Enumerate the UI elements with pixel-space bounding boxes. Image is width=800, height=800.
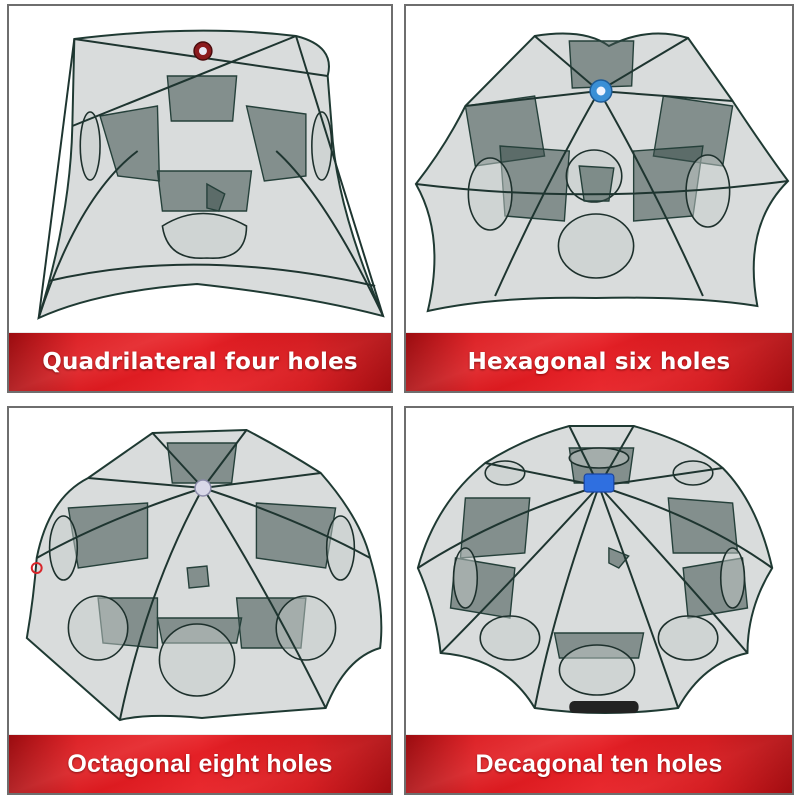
caption-text: Octagonal eight holes bbox=[67, 749, 333, 778]
product-panel-hexagonal: Hexagonal six holes bbox=[404, 4, 794, 393]
product-panel-decagonal: Decagonal ten holes bbox=[404, 406, 794, 795]
fishing-net-trap-quadrilateral-image bbox=[9, 6, 391, 335]
caption-text: Quadrilateral four holes bbox=[42, 349, 358, 375]
fishing-net-trap-decagonal-image bbox=[406, 408, 792, 737]
caption-banner: Octagonal eight holes bbox=[9, 734, 391, 793]
caption-text: Hexagonal six holes bbox=[467, 349, 731, 375]
caption-text: Decagonal ten holes bbox=[475, 749, 723, 778]
fishing-net-trap-octagonal-image bbox=[9, 408, 391, 737]
net-trap-illustration-icon bbox=[37, 29, 385, 320]
caption-banner: Quadrilateral four holes bbox=[9, 332, 391, 391]
caption-banner: Hexagonal six holes bbox=[406, 332, 792, 391]
product-panel-quadrilateral: Quadrilateral four holes bbox=[7, 4, 393, 393]
net-trap-illustration-icon bbox=[416, 425, 774, 714]
caption-banner: Decagonal ten holes bbox=[406, 734, 792, 793]
product-panel-octagonal: Octagonal eight holes bbox=[7, 406, 393, 795]
fishing-net-trap-hexagonal-image bbox=[406, 6, 792, 335]
net-trap-illustration-icon bbox=[25, 428, 383, 722]
net-trap-illustration-icon bbox=[414, 32, 790, 313]
